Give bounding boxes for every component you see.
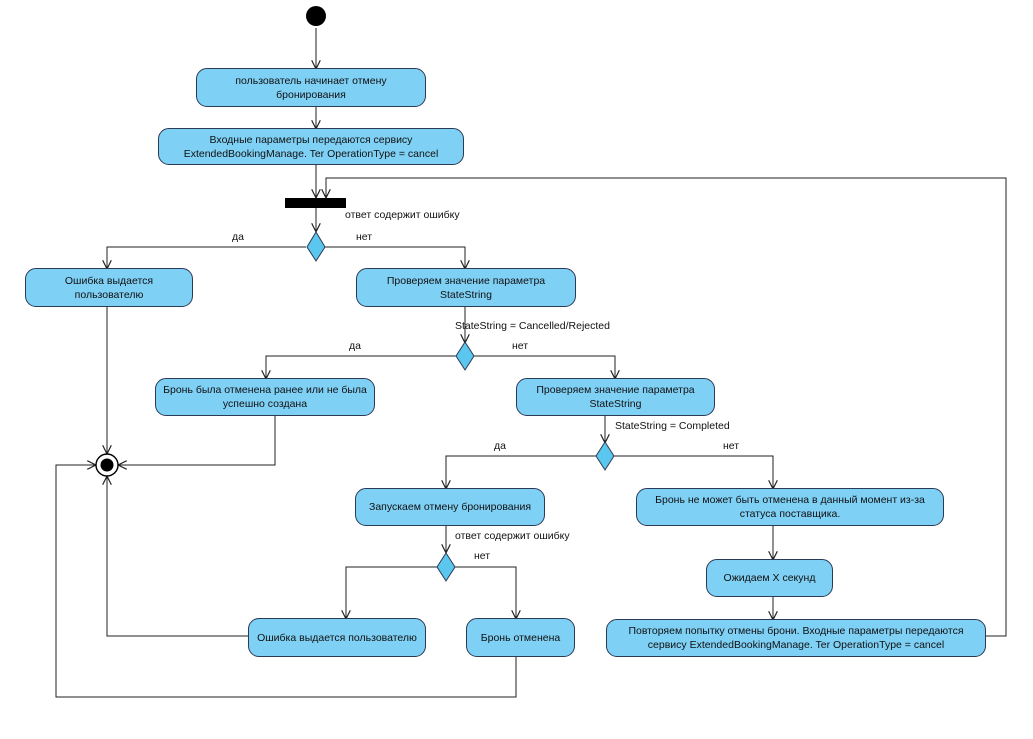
label-no-3: нет (723, 440, 740, 452)
label-response-error-2: ответ содержит ошибку (455, 530, 570, 542)
label-no-4: нет (474, 550, 491, 562)
action-already-cancelled: Бронь была отменена ранее или не была ус… (155, 378, 375, 416)
action-start-cancel: пользователь начинает отмену бронировани… (196, 68, 426, 107)
edge-no-3 (614, 455, 773, 488)
edge-booked-final (55, 465, 517, 698)
label-yes-1: да (232, 231, 244, 243)
action-error-user-1: Ошибка выдается пользователю (25, 268, 193, 307)
action-retry: Повторяем попытку отмены брони. Входные … (606, 619, 986, 657)
action-cancelled: Бронь отменена (466, 618, 575, 657)
label-yes-2: да (349, 340, 361, 352)
label-yes-3: да (494, 440, 506, 452)
edge-no-1 (325, 246, 465, 268)
edge-retry-loop (326, 177, 1007, 637)
decision-diamond-3 (595, 441, 615, 471)
label-no-2: нет (512, 340, 529, 352)
decision-diamond-4 (436, 552, 456, 582)
edge-yes-4 (346, 566, 437, 618)
edge-yes-1 (107, 246, 306, 268)
decision-diamond-1 (306, 231, 326, 262)
edge-cancelled-final (119, 416, 276, 465)
edge-error2-final (107, 477, 248, 637)
label-state-completed: StateString = Completed (615, 420, 730, 432)
action-run-cancel: Запускаем отмену бронирования (355, 488, 545, 526)
action-check-state-2: Проверяем значение параметра StateString (516, 378, 715, 416)
action-error-user-2: Ошибка выдается пользователю (248, 618, 426, 657)
edge-no-2 (474, 355, 615, 378)
final-node-core (100, 458, 114, 472)
label-no-1: нет (356, 231, 373, 243)
action-check-state-1: Проверяем значение параметра StateString (356, 268, 576, 307)
edge-no-4 (455, 566, 516, 618)
sync-bar (285, 198, 346, 208)
edge-yes-2 (266, 355, 456, 378)
action-cannot-cancel: Бронь не может быть отменена в данный мо… (636, 488, 944, 526)
initial-node (306, 6, 326, 26)
label-response-error-1: ответ содержит ошибку (345, 209, 460, 221)
action-pass-params: Входные параметры передаются сервису Ext… (158, 128, 464, 165)
label-state-cancelled: StateString = Cancelled/Rejected (455, 320, 610, 332)
decision-diamond-2 (455, 341, 475, 371)
edge-yes-3 (446, 455, 596, 488)
action-wait: Ожидаем X секунд (706, 559, 833, 597)
